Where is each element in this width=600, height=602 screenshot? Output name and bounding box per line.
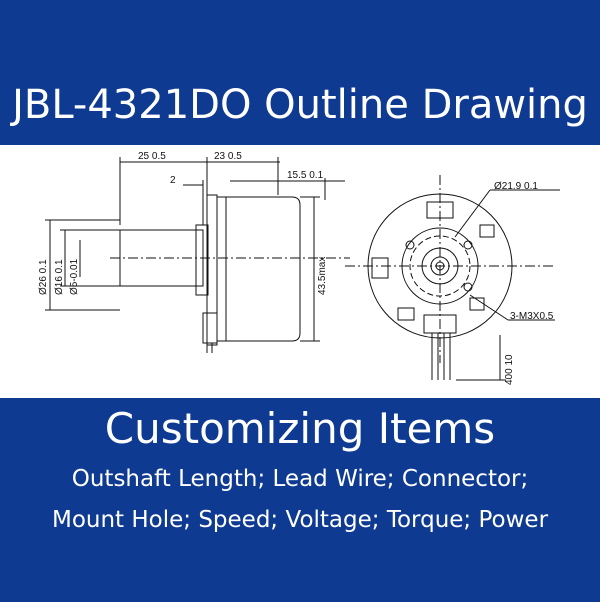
customizing-items-line-2: Mount Hole; Speed; Voltage; Torque; Powe… (51, 507, 549, 533)
dim-shaft-dia: Ø5-0.01 (69, 258, 80, 295)
front-view-labels: Ø21.9 0.1 3-M3X0.5 400 10 (494, 181, 554, 385)
dim-mount-holes: 3-M3X0.5 (510, 311, 554, 322)
dim-lead-length: 400 10 (504, 354, 515, 385)
outline-drawing: 25 0.5 23 0.5 2 15.5 0.1 Ø26 0.1 Ø16 0.1… (0, 145, 600, 398)
dim-pcd: Ø21.9 0.1 (494, 181, 538, 192)
side-view (45, 157, 350, 353)
dim-flange-offset: 2 (170, 175, 176, 186)
customizing-title: Customizing Items (104, 404, 496, 453)
side-view-labels: 25 0.5 23 0.5 2 15.5 0.1 Ø26 0.1 Ø16 0.1… (38, 151, 328, 295)
drawing-svg: 25 0.5 23 0.5 2 15.5 0.1 Ø26 0.1 Ø16 0.1… (38, 151, 560, 385)
dim-shaft-length: 25 0.5 (138, 151, 166, 162)
dim-rear-length: 15.5 0.1 (287, 170, 324, 181)
dim-body-length: 23 0.5 (214, 151, 242, 162)
page-title: JBL-4321DO Outline Drawing (12, 82, 588, 128)
dim-body-dia-side: Ø26 0.1 (38, 259, 49, 295)
dim-body-height: 43.5max (317, 257, 328, 295)
customizing-items-line-1: Outshaft Length; Lead Wire; Connector; (71, 466, 529, 492)
front-view (345, 175, 560, 381)
dim-pilot-dia: Ø16 0.1 (54, 259, 65, 295)
